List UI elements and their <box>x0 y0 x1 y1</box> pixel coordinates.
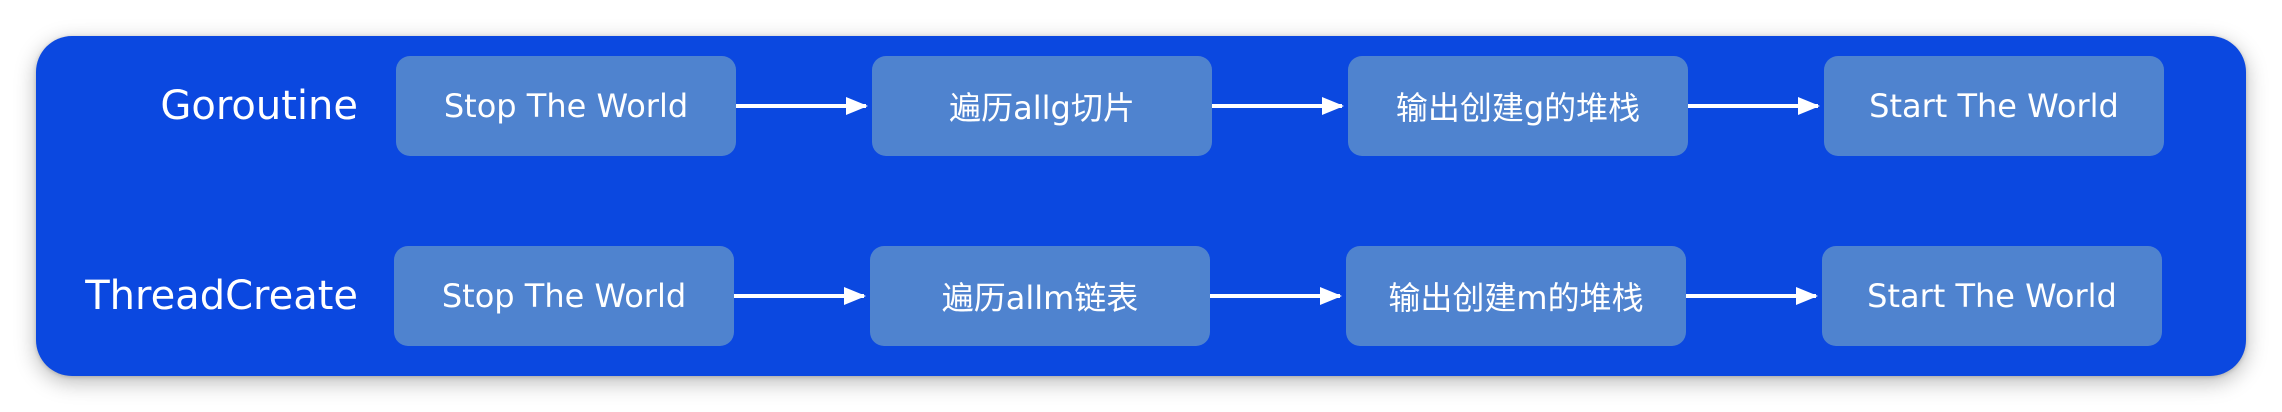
step-traverse-allm: 遍历allm链表 <box>870 246 1210 346</box>
arrow-right <box>1688 97 1820 115</box>
threadcreate-row: ThreadCreate Stop The World 遍历allm链表 输出创… <box>36 246 2246 346</box>
step-start-the-world: Start The World <box>1824 56 2164 156</box>
arrow-right <box>1210 287 1342 305</box>
step-output-m-stack: 输出创建m的堆栈 <box>1346 246 1686 346</box>
arrow-right <box>734 287 866 305</box>
row-label-goroutine: Goroutine <box>160 83 358 129</box>
row-label-threadcreate: ThreadCreate <box>85 273 358 319</box>
goroutine-row: Goroutine Stop The World 遍历allg切片 输出创建g的… <box>36 56 2246 156</box>
arrow-right <box>736 97 868 115</box>
step-start-the-world: Start The World <box>1822 246 2162 346</box>
diagram-panel: Goroutine Stop The World 遍历allg切片 输出创建g的… <box>36 36 2246 376</box>
arrow-right <box>1212 97 1344 115</box>
step-stop-the-world: Stop The World <box>394 246 734 346</box>
step-stop-the-world: Stop The World <box>396 56 736 156</box>
step-traverse-allg: 遍历allg切片 <box>872 56 1212 156</box>
step-output-g-stack: 输出创建g的堆栈 <box>1348 56 1688 156</box>
arrow-right <box>1686 287 1818 305</box>
